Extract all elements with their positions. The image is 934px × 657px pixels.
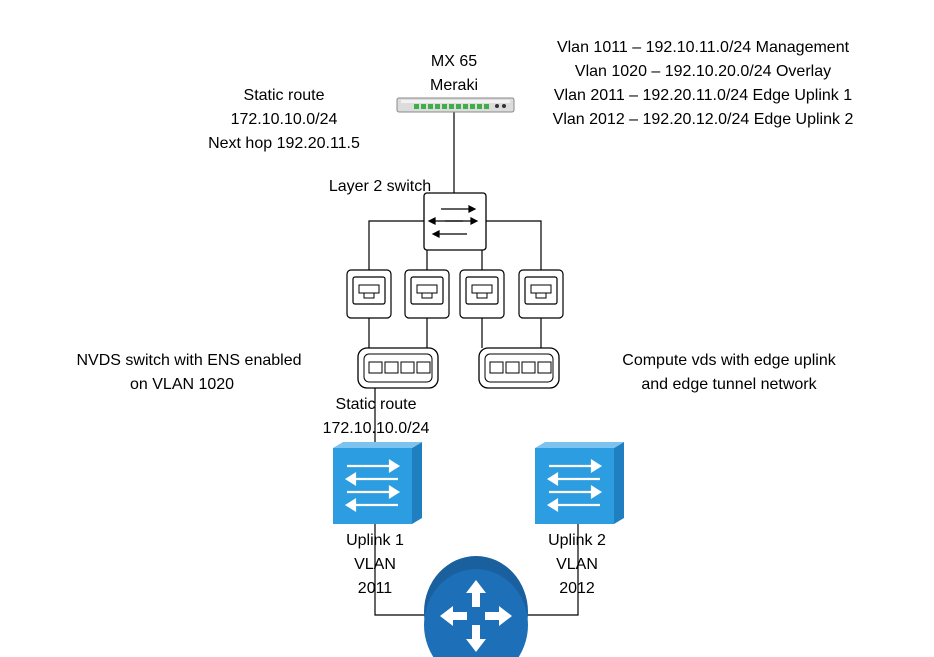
layer2-switch-icon: [423, 192, 487, 251]
uplink1-label: Uplink 1 VLAN 2011: [330, 529, 420, 601]
rj45-port-icon-2: [404, 269, 450, 319]
static-route-network: 172.10.10.0/24: [230, 111, 338, 128]
vlan-item: Vlan 1011 – 192.10.11.0/24 Management: [556, 39, 850, 56]
rj45-port-icon-3: [459, 269, 505, 319]
static-route-title: Static route: [243, 87, 325, 104]
static-route-next-hop: Next hop 192.20.11.5: [208, 135, 360, 152]
compute-vds-line1: Compute vds with edge uplink: [622, 352, 836, 369]
edge1-to-router-link: [374, 522, 436, 616]
static-route-network: 172.10.10.0/24: [322, 420, 430, 437]
static-route-bottom-label: Static route 172.10.10.0/24: [316, 393, 436, 441]
mx65-label: MX 65 Meraki: [414, 50, 494, 98]
mx65-brand: Meraki: [429, 77, 478, 94]
rj45-port-icon-1: [346, 269, 392, 319]
edge-switch-1-icon: [333, 442, 422, 524]
uplink1-id: 2011: [357, 580, 393, 597]
edge-switch-2-icon: [535, 442, 624, 524]
edge2-to-router-link: [516, 522, 579, 616]
mx65-model: MX 65: [430, 53, 478, 70]
mx65-appliance-icon: [396, 97, 515, 113]
uplink2-vlan: VLAN: [556, 556, 598, 573]
layer2-switch-label: Layer 2 switch: [328, 178, 432, 195]
uplink2-id: 2012: [559, 580, 595, 597]
compute-vds-line2: and edge tunnel network: [641, 376, 817, 393]
connection-lines: [368, 112, 579, 616]
vlan-list: Vlan 1011 – 192.10.11.0/24 Management Vl…: [520, 36, 886, 132]
rj45-port-icon-4: [518, 269, 564, 319]
router-icon: [424, 556, 528, 657]
compute-vds-label: Compute vds with edge uplink and edge tu…: [596, 349, 862, 397]
uplink2-name: Uplink 2: [548, 532, 606, 549]
vlan-item: Vlan 1020 – 192.10.20.0/24 Overlay: [574, 63, 832, 80]
uplink2-label: Uplink 2 VLAN 2012: [532, 529, 622, 601]
uplink1-name: Uplink 1: [346, 532, 404, 549]
switch-to-port1-link: [368, 220, 424, 270]
vlan-item: Vlan 2011 – 192.20.11.0/24 Edge Uplink 1: [553, 87, 853, 104]
nvds-label: NVDS switch with ENS enabled on VLAN 102…: [56, 349, 322, 397]
switch-to-port4-link: [486, 220, 542, 270]
nvds-switch-icon: [357, 347, 439, 389]
uplink1-vlan: VLAN: [354, 556, 396, 573]
nvds-line1: NVDS switch with ENS enabled: [76, 352, 302, 369]
vlan-item: Vlan 2012 – 192.20.12.0/24 Edge Uplink 2: [552, 111, 854, 128]
static-route-title: Static route: [335, 396, 417, 413]
nvds-line2: on VLAN 1020: [130, 376, 235, 393]
static-route-top-label: Static route 172.10.10.0/24 Next hop 192…: [178, 84, 390, 156]
compute-vds-icon: [478, 347, 560, 389]
